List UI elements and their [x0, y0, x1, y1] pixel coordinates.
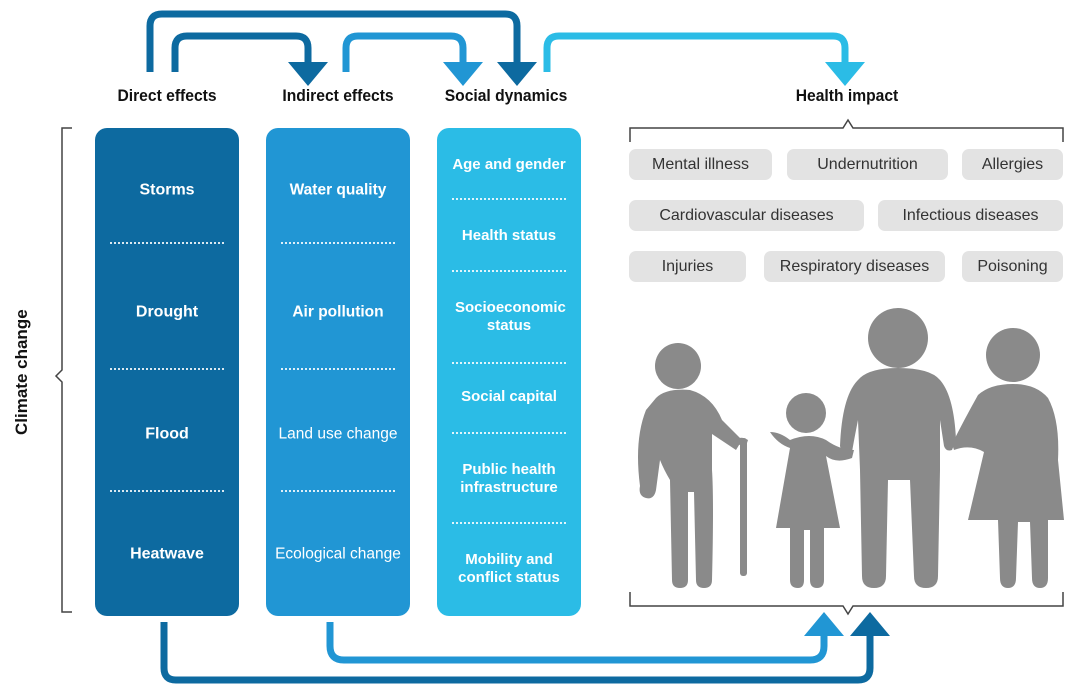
divider	[281, 368, 395, 370]
health-impact-pill: Cardiovascular diseases	[629, 200, 864, 231]
header-direct-effects: Direct effects	[117, 86, 217, 105]
health-impact-pill: Mental illness	[629, 149, 772, 180]
indirect-effect-item: Air pollution	[292, 303, 384, 321]
health-impact-pill: Respiratory diseases	[764, 251, 945, 282]
arrowhead-social-b	[443, 62, 483, 86]
direct-effect-item: Flood	[145, 425, 189, 443]
social-dynamics-column: Age and gender Health status Socioeconom…	[437, 128, 581, 616]
divider	[281, 490, 395, 492]
indirect-effects-column: Water quality Air pollution Land use cha…	[266, 128, 410, 616]
climate-change-bracket	[54, 127, 72, 613]
arrowhead-health-top	[825, 62, 865, 86]
divider	[281, 242, 395, 244]
health-bottom-bracket	[629, 592, 1064, 616]
direct-effect-item: Heatwave	[130, 545, 204, 563]
man-icon	[840, 308, 956, 588]
child-icon	[770, 393, 854, 588]
divider	[110, 368, 224, 370]
elderly-person-icon	[638, 343, 748, 588]
social-dynamic-item: Age and gender	[452, 156, 566, 173]
health-top-bracket	[629, 118, 1064, 142]
arrowhead-health-bottom-a	[804, 612, 844, 636]
direct-effect-item: Drought	[135, 303, 199, 321]
divider	[452, 362, 566, 364]
arrow-direct-to-social	[146, 10, 521, 72]
arrow-indirect-to-health-bottom	[326, 622, 828, 664]
arrow-social-to-health	[543, 32, 849, 72]
header-indirect-effects: Indirect effects	[282, 86, 394, 105]
indirect-effect-item: Water quality	[289, 181, 387, 199]
health-impact-pill: Allergies	[962, 149, 1063, 180]
social-dynamic-item: Mobility and conflict status	[458, 551, 560, 586]
header-social-dynamics: Social dynamics	[444, 86, 568, 105]
health-impact-pill: Infectious diseases	[878, 200, 1063, 231]
indirect-effect-item: Land use change	[278, 425, 398, 443]
arrow-direct-to-indirect	[171, 32, 312, 72]
social-dynamic-item: Health status	[461, 227, 557, 244]
arrow-indirect-to-social	[342, 32, 467, 72]
divider	[110, 242, 224, 244]
social-dynamic-item: Social capital	[461, 388, 557, 405]
arrowhead-indirect	[288, 62, 328, 86]
direct-effects-column: Storms Drought Flood Heatwave	[95, 128, 239, 616]
direct-effect-item: Storms	[139, 181, 195, 199]
divider	[452, 198, 566, 200]
health-impact-pill: Poisoning	[962, 251, 1063, 282]
indirect-effect-item: Ecological change	[275, 545, 401, 563]
social-dynamic-item: Public health infrastructure	[460, 461, 558, 496]
climate-change-label: Climate change	[12, 309, 31, 435]
arrowhead-health-bottom-b	[850, 612, 890, 636]
arrow-direct-to-health-bottom	[160, 622, 874, 684]
health-impact-pill: Injuries	[629, 251, 746, 282]
header-health-impact: Health impact	[795, 86, 899, 105]
people-silhouettes	[638, 308, 1064, 588]
divider	[110, 490, 224, 492]
health-impact-pill: Undernutrition	[787, 149, 948, 180]
divider	[452, 432, 566, 434]
social-dynamic-item: Socioeconomic status	[455, 299, 566, 334]
divider	[452, 522, 566, 524]
woman-icon	[952, 328, 1064, 588]
divider	[452, 270, 566, 272]
arrowhead-social-a	[497, 62, 537, 86]
